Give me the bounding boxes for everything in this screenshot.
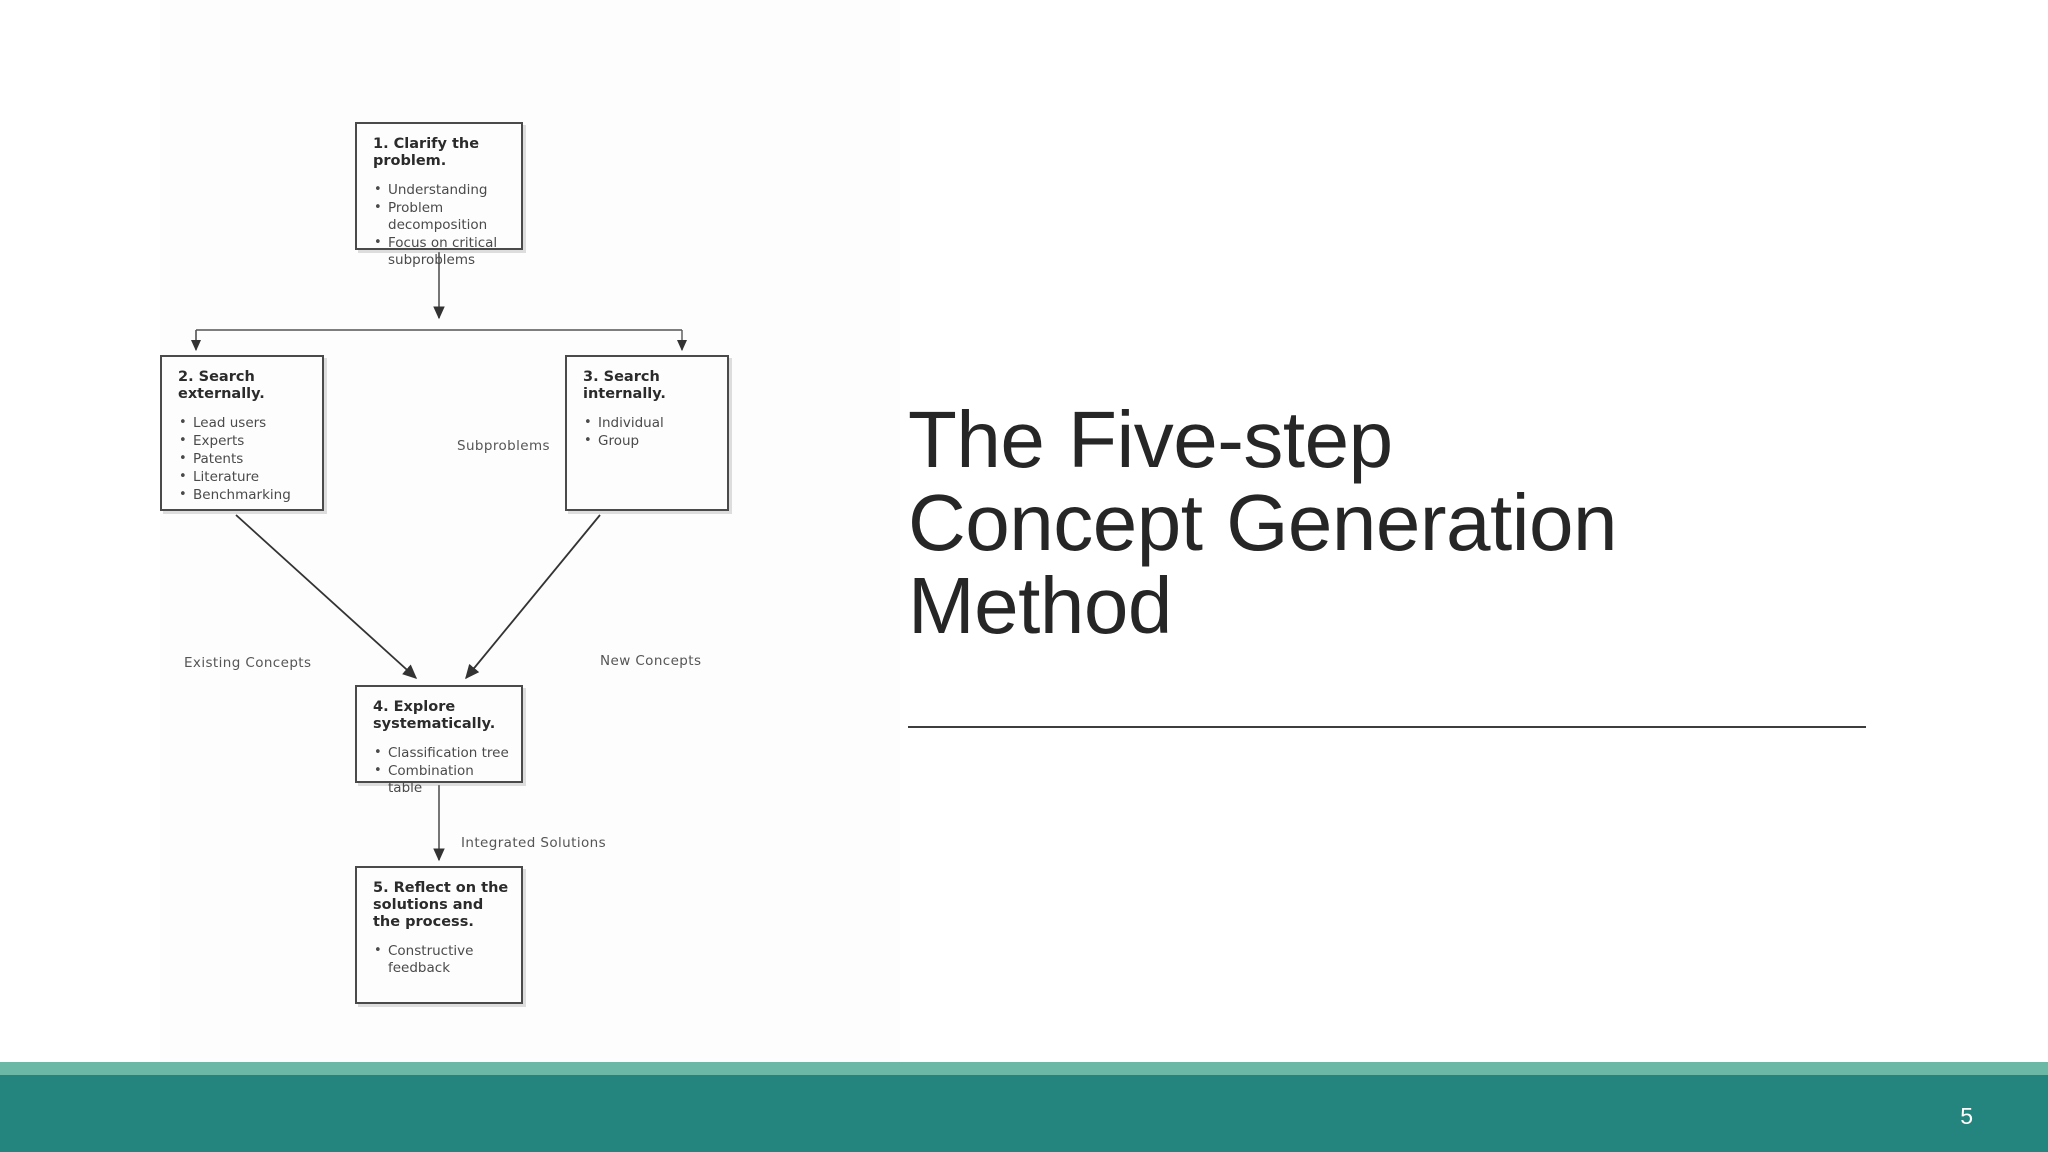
footer-light-band bbox=[0, 1062, 2048, 1075]
node-1-item: Focus on critical subproblems bbox=[373, 234, 507, 269]
flowchart-node-4: 4. Explore systematically. Classificatio… bbox=[355, 685, 523, 796]
node-2-items: Lead users Experts Patents Literature Be… bbox=[178, 414, 310, 504]
title-line-3: Method bbox=[908, 561, 1172, 650]
node-2-item: Benchmarking bbox=[178, 486, 310, 504]
edge-label-subproblems: Subproblems bbox=[457, 438, 550, 454]
node-3-title: 3. Search internally. bbox=[583, 369, 666, 402]
title-line-1: The Five-step bbox=[908, 395, 1393, 484]
node-4-item: Classification tree bbox=[373, 744, 509, 762]
node-5-item: Constructive feedback bbox=[373, 942, 509, 977]
page-title: The Five-step Concept Generation Method bbox=[908, 398, 1868, 647]
flowchart-node-3: 3. Search internally. Individual Group bbox=[565, 355, 729, 511]
node-3-item: Group bbox=[583, 432, 715, 450]
node-2-title: 2. Search externally. bbox=[178, 369, 265, 402]
footer-dark-band bbox=[0, 1075, 2048, 1152]
node-2-item: Experts bbox=[178, 432, 310, 450]
node-4-items: Classification tree Combination table bbox=[373, 744, 509, 797]
node-4-title: 4. Explore systematically. bbox=[373, 699, 496, 732]
concept-generation-flowchart: 1. Clarify the problem. Understanding Pr… bbox=[160, 0, 900, 1062]
node-2-item: Patents bbox=[178, 450, 310, 468]
flowchart-connectors bbox=[190, 252, 688, 862]
node-2-item: Literature bbox=[178, 468, 310, 486]
node-1-item: Understanding bbox=[373, 181, 507, 199]
edge-label-existing-concepts: Existing Concepts bbox=[184, 655, 312, 671]
title-line-2: Concept Generation bbox=[908, 478, 1618, 567]
node-2-item: Lead users bbox=[178, 414, 310, 432]
node-1-title: 1. Clarify the problem. bbox=[373, 136, 480, 169]
flowchart-node-5: 5. Reflect on the solutions and the proc… bbox=[355, 866, 523, 1004]
flowchart-node-2: 2. Search externally. Lead users Experts… bbox=[160, 355, 324, 511]
node-3-item: Individual bbox=[583, 414, 715, 432]
node-3-items: Individual Group bbox=[583, 414, 715, 450]
edge-label-integrated-solutions: Integrated Solutions bbox=[461, 835, 607, 851]
node-5-title: 5. Reflect on the solutions and the proc… bbox=[373, 880, 509, 930]
node-4-item: Combination table bbox=[373, 762, 509, 797]
node-1-items: Understanding Problem decomposition Focu… bbox=[373, 181, 507, 269]
node-1-item: Problem decomposition bbox=[373, 199, 507, 234]
title-underline-rule bbox=[908, 726, 1866, 728]
page-number: 5 bbox=[1960, 1103, 1973, 1129]
flowchart-node-1: 1. Clarify the problem. Understanding Pr… bbox=[355, 122, 523, 268]
node-5-items: Constructive feedback bbox=[373, 942, 509, 977]
slide-title-block: The Five-step Concept Generation Method bbox=[908, 398, 1868, 647]
edge-label-new-concepts: New Concepts bbox=[600, 653, 702, 669]
